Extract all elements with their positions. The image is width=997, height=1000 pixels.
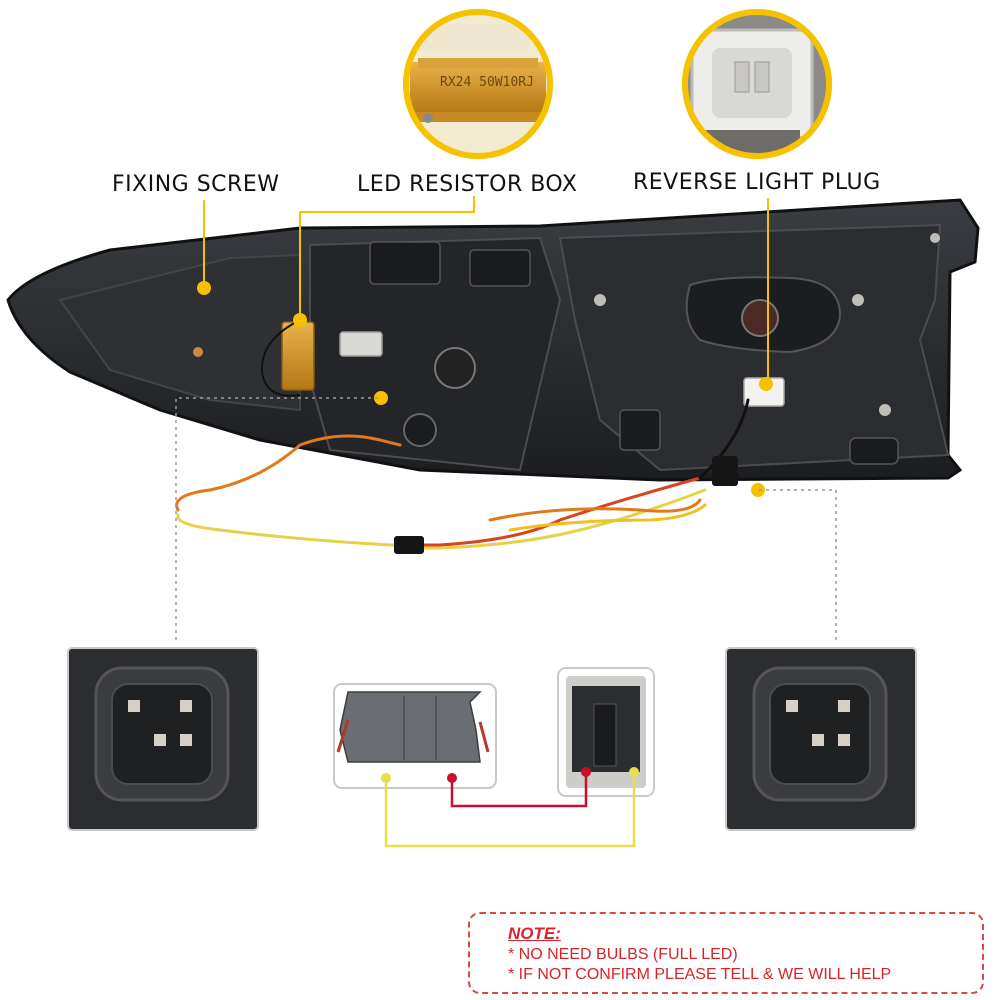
connector-side-closeup — [333, 683, 497, 789]
note-box — [468, 912, 984, 994]
dotted-guides — [175, 397, 837, 640]
note-line: * NO NEED BULBS (FULL LED) — [508, 946, 738, 963]
right-socket-closeup — [725, 647, 917, 831]
pin-dots — [381, 767, 639, 783]
note-title: NOTE: — [508, 924, 561, 943]
tail-light-housing — [6, 198, 980, 482]
note-line: * IF NOT CONFIRM PLEASE TELL & WE WILL H… — [508, 966, 892, 983]
label-reverse-light-plug: REVERSE LIGHT PLUG — [633, 170, 881, 195]
label-led-resistor-box: LED RESISTOR BOX — [357, 172, 578, 197]
pin-mapping-wires — [384, 774, 636, 848]
resistor-box — [260, 319, 315, 397]
resistor-box-zoom: RX24 50W10RJ — [403, 9, 553, 159]
callout-dots — [197, 281, 773, 497]
reverse-plug-zoom — [682, 9, 832, 159]
callout-lines — [203, 196, 769, 380]
label-fixing-screw: FIXING SCREW — [112, 172, 280, 197]
connector-front-closeup — [557, 667, 655, 797]
resistor-marking: RX24 50W10RJ — [440, 75, 534, 90]
left-socket-closeup — [67, 647, 259, 831]
wiring-harness — [175, 398, 750, 554]
white-plug — [339, 331, 785, 407]
